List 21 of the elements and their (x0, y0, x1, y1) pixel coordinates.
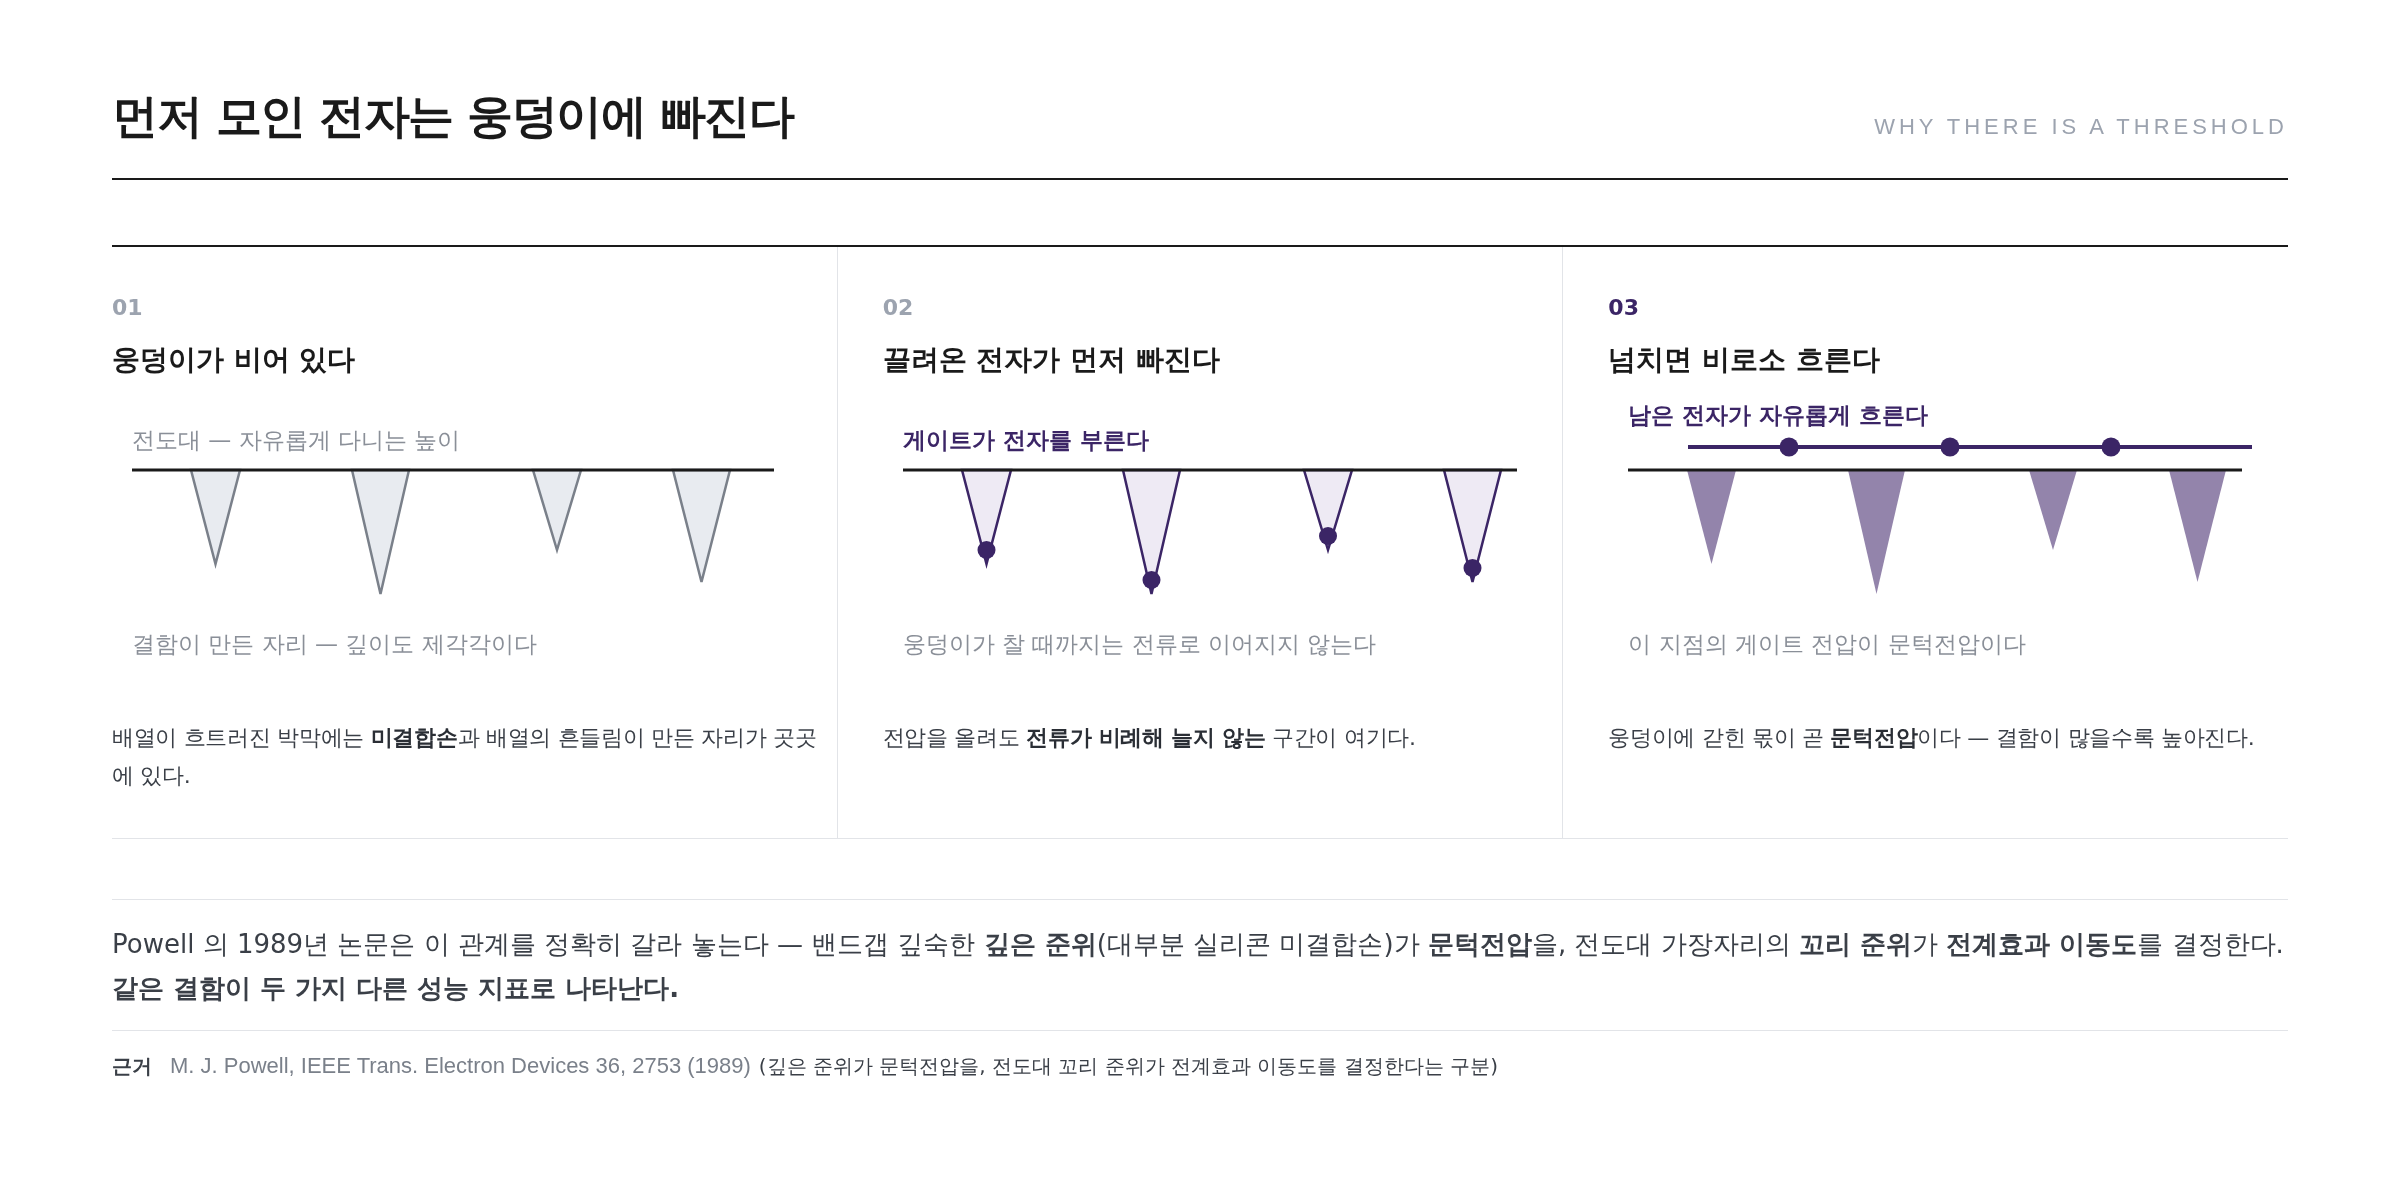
description: 배열이 흐트러진 박막에는 미결합손과 배열의 흔들림이 만든 자리가 곳곳에 있다. (112, 724, 818, 790)
step-number: 02 (882, 295, 914, 320)
description: 웅덩이에 갇힌 몫이 곧 문턱전압이다 — 결함이 많을수록 높아진다. (1608, 724, 2256, 752)
step-heading: 넘치면 비로소 흐른다 (1608, 343, 1880, 376)
trap-label: 웅덩이가 찰 때까지는 전류로 이어지지 않는다 (902, 631, 1377, 657)
description: 전압을 올려도 전류가 비례해 늘지 않는 구간이 여기다. (882, 724, 1417, 752)
source-label: 근거 (112, 1053, 152, 1080)
citation-note: (깊은 준위가 문턱전압을, 전도대 꼬리 준위가 전계효과 이동도를 결정한다는 구분) (758, 1053, 1498, 1080)
trap-label: 결함이 만든 자리 — 깊이도 제각각이다 (132, 631, 537, 657)
band-label: 게이트가 전자를 부른다 (902, 427, 1149, 453)
step-number: 03 (1608, 295, 1639, 320)
step-heading: 웅덩이가 비어 있다 (112, 343, 356, 376)
trap-label: 이 지점의 게이트 전압이 문턱전압이다 (1628, 631, 2026, 657)
summary-paragraph: Powell 의 1989년 논문은 이 관계를 정확히 갈라 놓는다 — 밴드갭 깊숙한 깊은 준위(대부분 실리콘 미결합손)가 문턱전압을, 전도대 가장자리의 꼬리 준위가 전계효과 이동도를 결정한다. 같은 결함이 두 가지 다른 성능 지표로 나타난다. (112, 928, 2285, 1005)
step-number: 01 (112, 295, 143, 320)
band-label: 전도대 — 자유롭게 다니는 높이 (132, 427, 461, 453)
citation: M. J. Powell, IEEE Trans. Electron Devices 36, 2753 (1989) (170, 1053, 751, 1079)
step-heading: 끌려온 전자가 먼저 빠진다 (882, 343, 1220, 376)
band-label: 남은 전자가 자유롭게 흐른다 (1628, 402, 1929, 428)
subtitle: WHY THERE IS A THRESHOLD (1874, 114, 2288, 140)
page-title: 먼저 모인 전자는 웅덩이에 빠진다 (112, 88, 794, 145)
